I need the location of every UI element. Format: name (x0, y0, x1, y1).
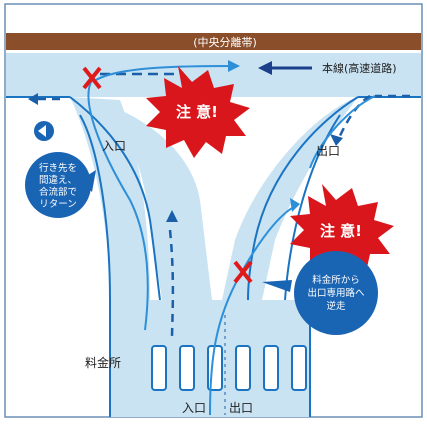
tollgate-label: 料金所 (85, 355, 121, 370)
median-label: (中央分離帯) (193, 35, 257, 49)
arrow-right-icon (228, 60, 240, 72)
bottom-exit-label: 出口 (229, 401, 253, 415)
callout-right-line: 逆走 (326, 300, 346, 312)
lane-dash (168, 229, 175, 341)
callout-right-line: 出口専用路へ (307, 287, 365, 299)
lane-dash (336, 94, 371, 141)
callout-right-line: 料金所から (312, 274, 360, 286)
exit-label: 出口 (316, 144, 340, 158)
entrance-ramp (70, 97, 212, 300)
wrong-way-path (309, 95, 376, 169)
ramp-edge (79, 114, 111, 301)
callout-left-line: 行き先を (39, 162, 77, 174)
entrance-ramp-inner (70, 97, 150, 300)
arrow-left-icon (28, 93, 38, 105)
callout-left-line: 合流部で (39, 186, 77, 198)
cross-mark-icon (82, 66, 102, 90)
arrow-up-icon (166, 210, 178, 222)
caution-burst-icon (146, 66, 250, 158)
callout-left-line: 間違え、 (39, 174, 77, 186)
callout-left (25, 152, 96, 218)
callout-left-line: リターン (39, 199, 77, 210)
wrong-way-path (95, 65, 233, 81)
ramp-edge (69, 96, 161, 301)
callout-right (262, 251, 378, 335)
entrance-label: 入口 (102, 139, 126, 153)
wrong-way-path (87, 79, 149, 331)
caution-top-label: 注 意! (176, 103, 218, 121)
mainline-label: 本線(高速道路) (322, 61, 397, 75)
arrow-left-icon (258, 61, 272, 75)
arrow-down-icon (330, 134, 343, 146)
bottom-entrance-label: 入口 (182, 401, 206, 415)
caution-burst-icon (290, 184, 394, 276)
arrow-left-icon (38, 125, 46, 137)
ramp-edge (284, 114, 341, 301)
caution-right-label: 注 意! (320, 222, 362, 240)
arrow-right-icon (290, 198, 300, 212)
toll-booths (151, 345, 307, 391)
cross-mark-icon (233, 260, 253, 284)
median-strip (6, 33, 421, 50)
